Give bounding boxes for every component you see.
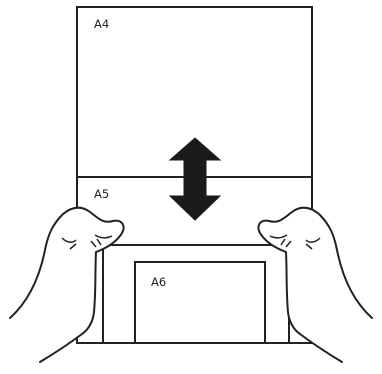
a4-label: A4	[94, 17, 109, 31]
a5-label: A5	[94, 187, 109, 201]
a6-label: A6	[151, 275, 166, 289]
